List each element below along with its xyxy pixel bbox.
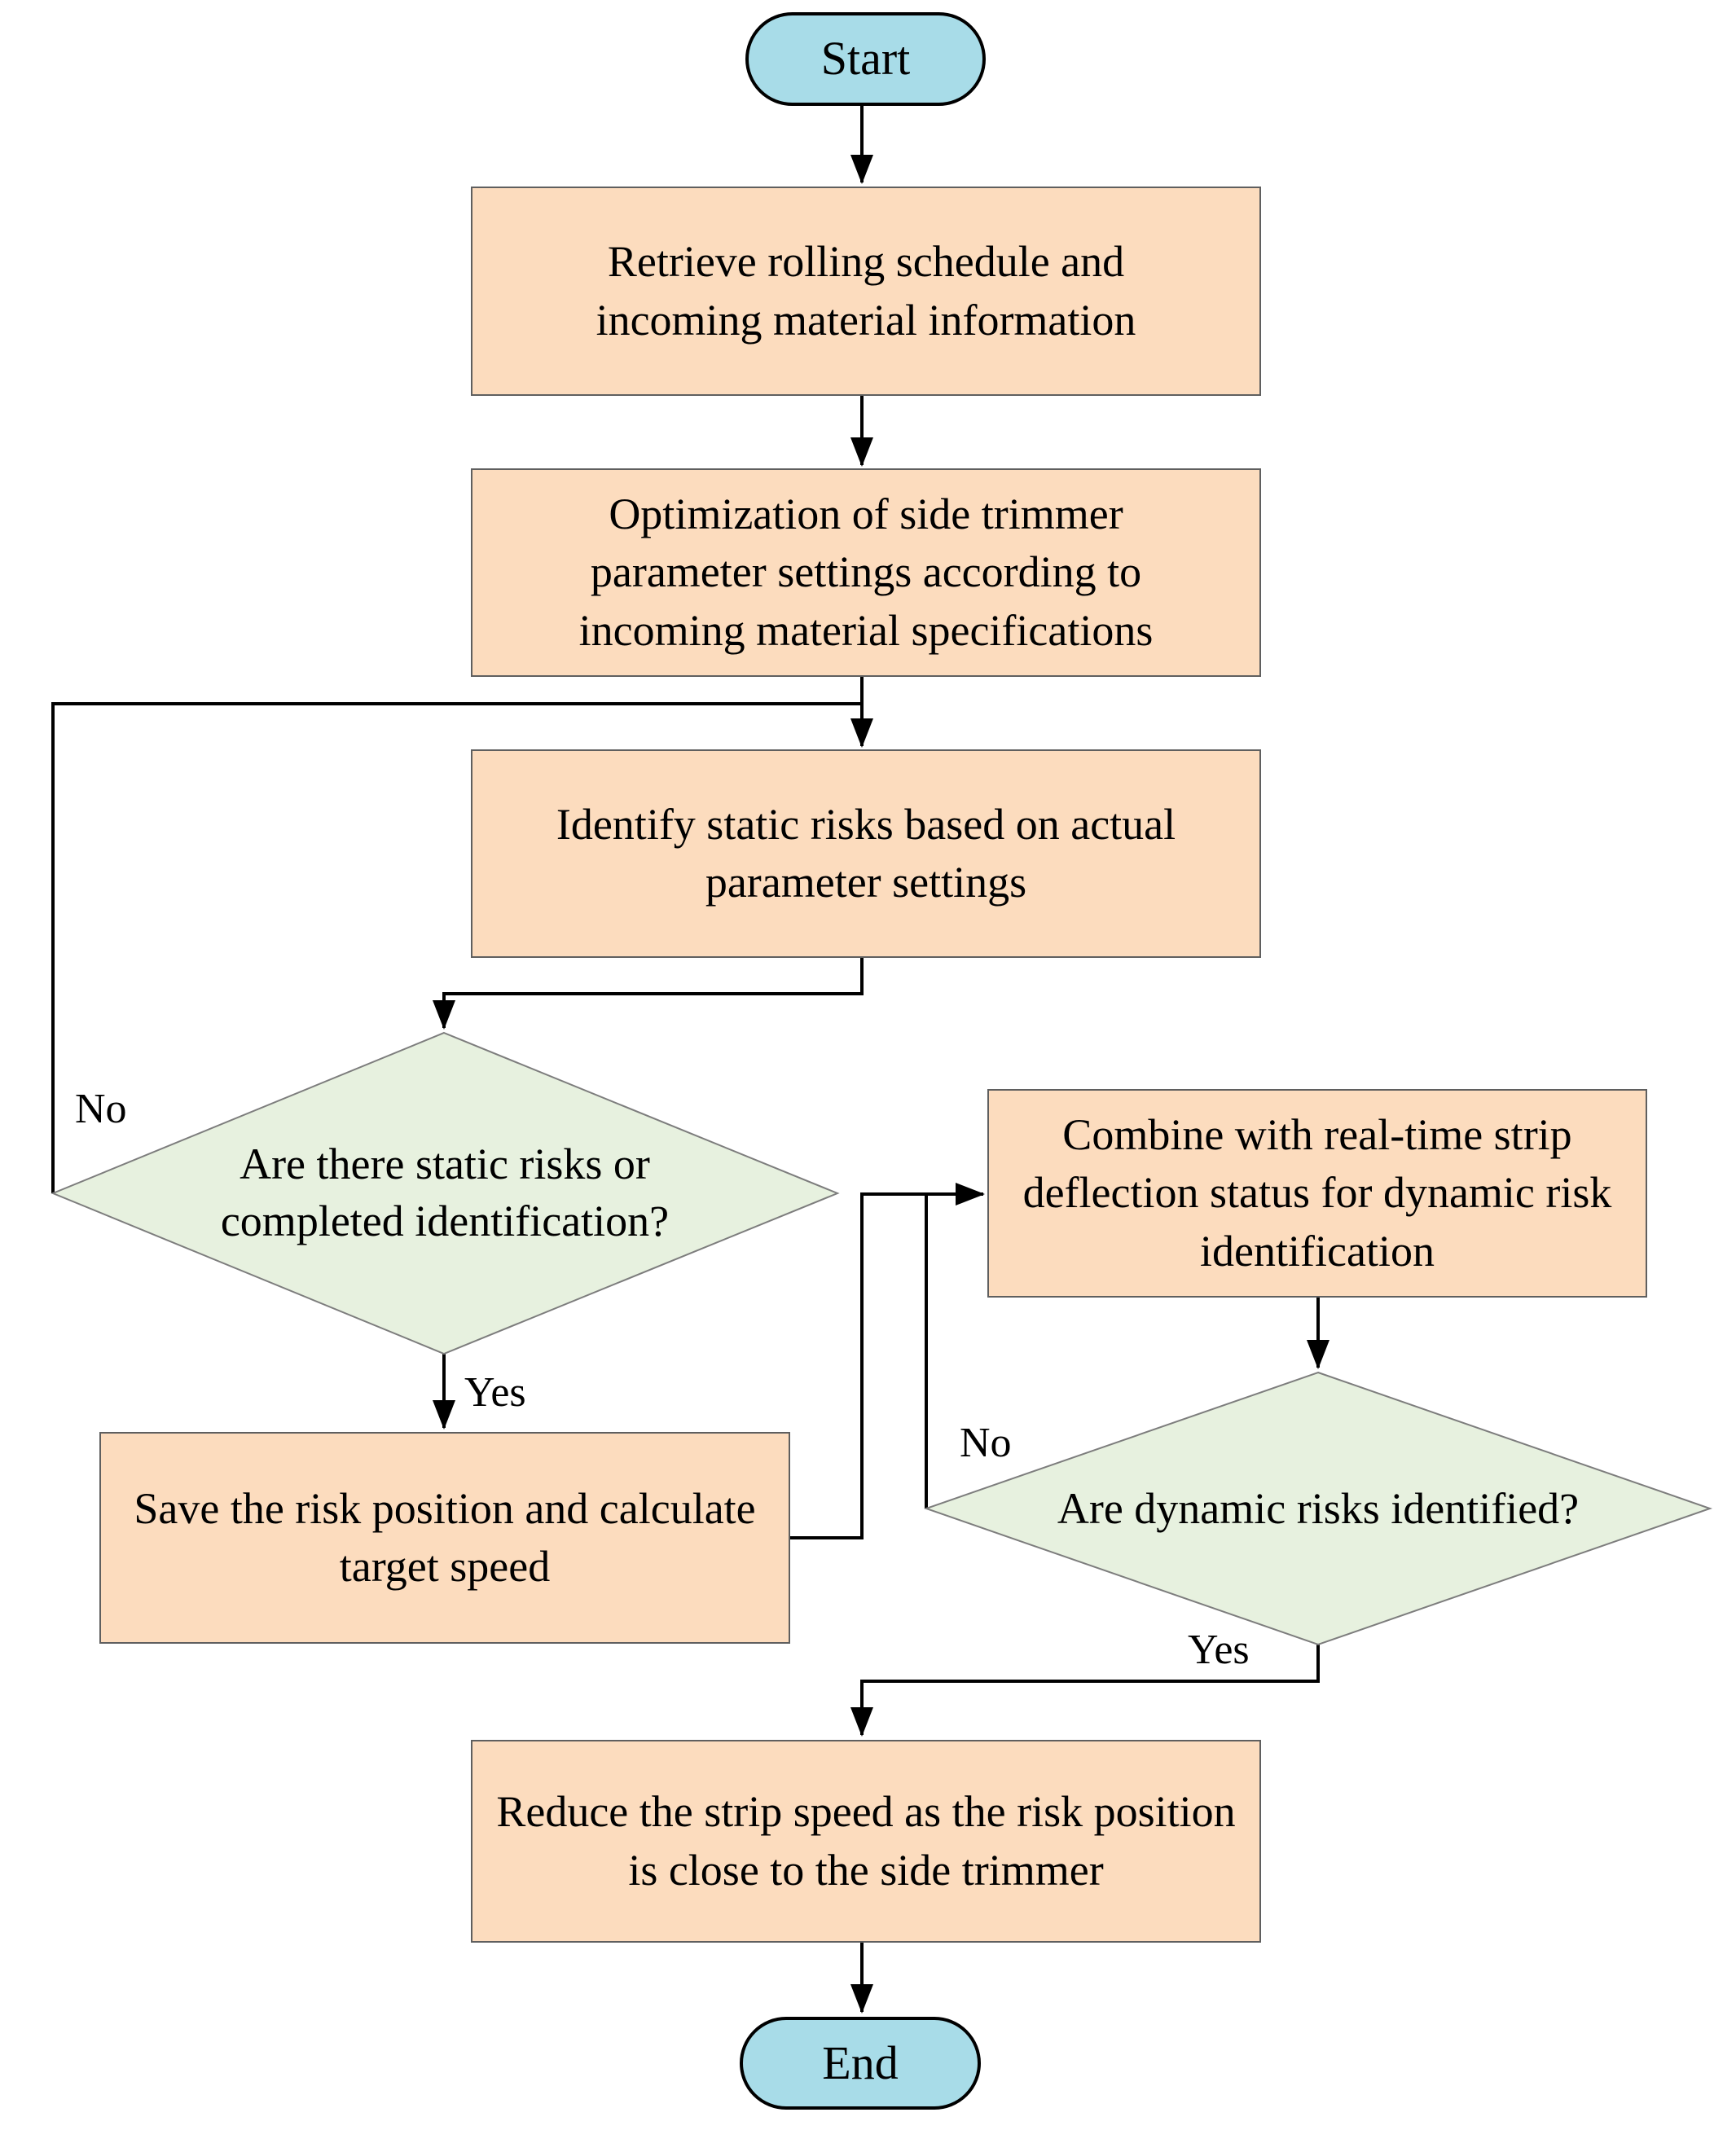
- optimize-process-node: Optimization of side trimmer parameter s…: [471, 468, 1261, 677]
- reduce-label: Reduce the strip speed as the risk posit…: [496, 1787, 1236, 1895]
- end-node: End: [740, 2017, 981, 2110]
- identify-static-process-node: Identify static risks based on actual pa…: [471, 749, 1261, 958]
- edge-dynamic-yes-reduce: [850, 1645, 1320, 1737]
- reduce-process-node: Reduce the strip speed as the risk posit…: [471, 1740, 1261, 1943]
- identify-static-label: Identify static risks based on actual pa…: [556, 799, 1176, 907]
- retrieve-label: Retrieve rolling schedule and incoming m…: [596, 237, 1136, 345]
- static-no-label: No: [75, 1086, 127, 1132]
- end-label: End: [822, 2036, 899, 2089]
- retrieve-process-node: Retrieve rolling schedule and incoming m…: [471, 187, 1261, 396]
- dynamic-decision-text: Are dynamic risks identified?: [1057, 1483, 1580, 1533]
- static-decision-label: Are there static risks or completed iden…: [119, 1085, 771, 1300]
- static-yes-label: Yes: [464, 1369, 526, 1416]
- save-process-node: Save the risk position and calculate tar…: [99, 1432, 790, 1644]
- start-node: Start: [745, 12, 986, 106]
- optimize-label: Optimization of side trimmer parameter s…: [578, 490, 1154, 655]
- save-label: Save the risk position and calculate tar…: [134, 1483, 756, 1591]
- edge-identify-static-decision: [433, 958, 864, 1030]
- edge-save-combine: [790, 1183, 985, 1539]
- static-decision-text: Are there static risks or completed iden…: [220, 1139, 670, 1245]
- dynamic-no-label: No: [960, 1420, 1012, 1466]
- edge-static-no-return: [51, 702, 862, 1193]
- dynamic-yes-label: Yes: [1188, 1627, 1250, 1673]
- combine-process-node: Combine with real-time strip deflection …: [987, 1089, 1647, 1298]
- dynamic-decision-label: Are dynamic risks identified?: [952, 1463, 1685, 1554]
- dynamic-decision-diamond: [923, 1371, 1713, 1646]
- combine-label: Combine with real-time strip deflection …: [1022, 1110, 1612, 1276]
- static-decision-diamond: [51, 1031, 840, 1355]
- start-label: Start: [820, 32, 911, 86]
